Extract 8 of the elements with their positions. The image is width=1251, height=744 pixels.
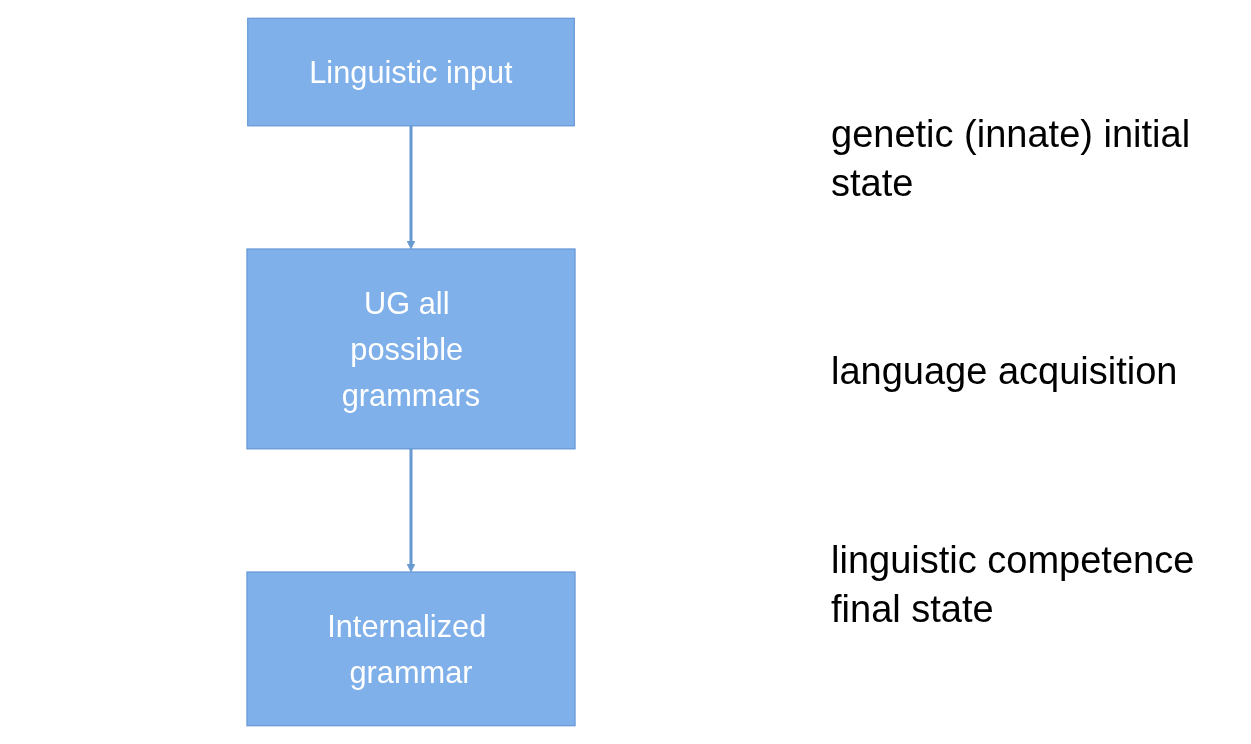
arrow	[406, 125, 415, 250]
annotation-text: linguistic competence final state	[831, 537, 1196, 633]
node-box: Linguistic input	[246, 17, 575, 127]
annotation-text: genetic (innate) initial state	[831, 111, 1192, 206]
node-box: UG all possible grammars	[245, 248, 576, 450]
arrow	[406, 448, 415, 573]
node-box: Internalized grammar	[245, 571, 576, 727]
annotation-text: language acquisition	[831, 349, 1179, 395]
